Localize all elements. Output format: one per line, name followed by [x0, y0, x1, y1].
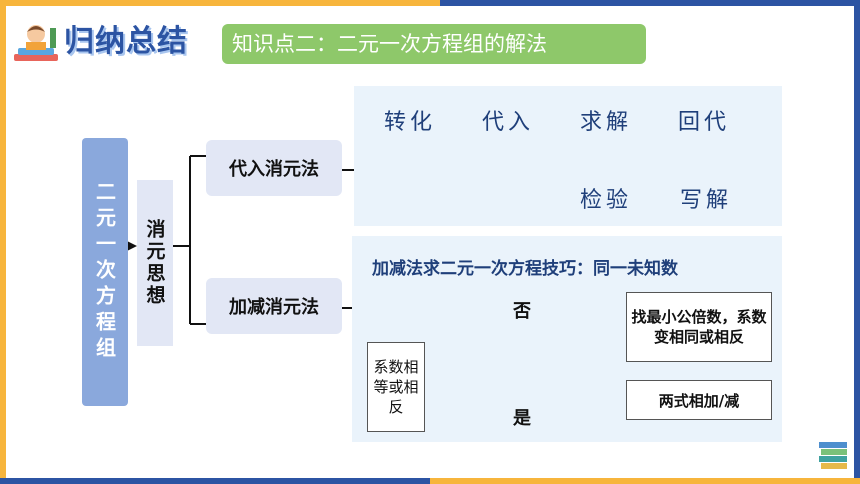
frame-bottom-right	[430, 478, 860, 484]
book-stack-icon	[819, 442, 847, 469]
method-substitution: 代入消元法	[206, 140, 342, 196]
method-addition: 加减消元法	[206, 278, 342, 334]
step-substitute: 代入	[482, 110, 535, 135]
root-node: 二元一次方程组	[82, 138, 128, 406]
add-subtract-node: 两式相加/减	[626, 380, 772, 420]
frame-bottom-left	[0, 478, 430, 484]
no-label: 否	[513, 301, 531, 322]
yes-label: 是	[513, 408, 531, 429]
lcm-node: 找最小公倍数，系数变相同或相反	[626, 292, 772, 362]
frame-right	[854, 0, 860, 484]
addition-tip: 加减法求二元一次方程技巧：同一未知数	[372, 259, 678, 279]
student-reading-icon	[14, 25, 58, 61]
frame-top-left	[0, 0, 440, 6]
frame-left	[0, 0, 6, 484]
step-convert: 转化	[384, 110, 437, 135]
step-solve: 求解	[580, 110, 633, 135]
step-check: 检验	[580, 188, 633, 213]
step-back-substitute: 回代	[678, 110, 731, 135]
frame-top-right	[440, 0, 860, 6]
step-write-solution: 写解	[680, 188, 733, 213]
condition-node: 系数相等或相反	[367, 342, 425, 432]
topic-banner: 知识点二：二元一次方程组的解法	[222, 24, 646, 64]
substitution-panel	[354, 86, 782, 226]
idea-node: 消元思想	[137, 180, 173, 346]
section-title: 归纳总结	[64, 24, 188, 59]
